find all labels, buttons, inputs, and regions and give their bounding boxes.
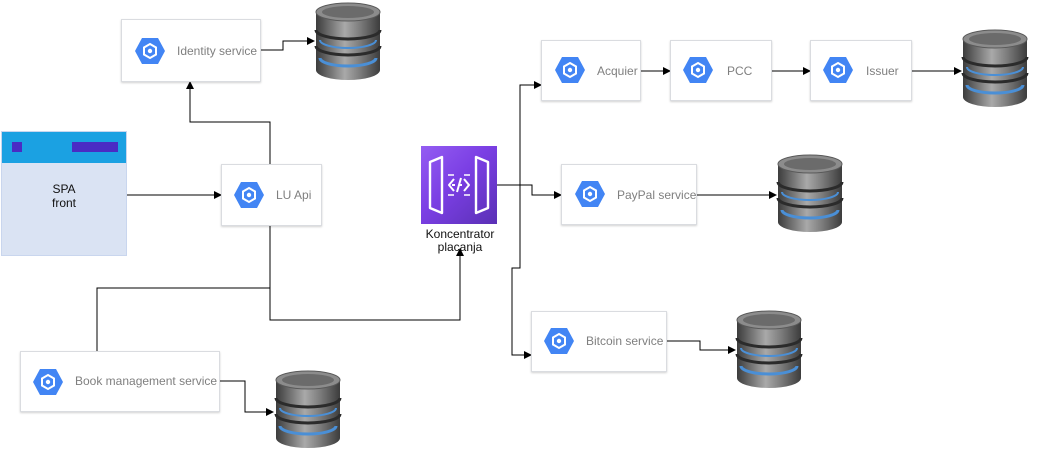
pcc-label: PCC <box>727 64 753 78</box>
payment-gateway-node <box>421 146 497 224</box>
edge-gateway-to-bitcoin <box>511 185 532 359</box>
identity-service-node: Identity service <box>121 19 261 82</box>
edge-luapi-to-gateway <box>269 226 464 321</box>
acquier-node: Acquier <box>541 40 641 101</box>
gcp-hexagon-icon <box>823 57 853 83</box>
payment-gateway-label: Koncentrator placanja <box>414 228 506 254</box>
spa-front-node: SPA front <box>1 131 127 256</box>
paypal-service-label: PayPal service <box>617 188 697 202</box>
book-management-service-node: Book management service <box>20 351 220 412</box>
payment-gateway-label-line2: placanja <box>437 240 483 254</box>
pcc-node: PCC <box>670 40 772 101</box>
spa-window-icon <box>12 142 22 152</box>
payment-gateway-label-line1: Koncentrator <box>425 227 495 241</box>
lu-api-label: LU Api <box>276 188 312 202</box>
bitcoin-service-label: Bitcoin service <box>586 334 664 348</box>
paypal-service-node: PayPal service <box>561 164 697 225</box>
book-management-service-label: Book management service <box>75 374 218 388</box>
lu-api-node: LU Api <box>221 164 322 226</box>
database-icon-identity <box>314 2 382 80</box>
spa-label-line1: SPA <box>52 182 76 196</box>
gcp-hexagon-icon <box>544 328 574 354</box>
gcp-hexagon-icon <box>234 182 264 208</box>
edge-gateway-to-paypal <box>497 184 562 199</box>
acquier-label: Acquier <box>597 64 638 78</box>
database-icon-book <box>274 370 342 448</box>
gcp-hexagon-icon <box>555 57 585 83</box>
database-icon-bitcoin <box>735 310 803 388</box>
edge-bitcoin-to-db <box>667 340 736 354</box>
issuer-node: Issuer <box>810 40 912 101</box>
spa-label-line2: front <box>51 196 76 210</box>
gcp-hexagon-icon <box>683 57 713 83</box>
identity-service-label: Identity service <box>177 44 258 58</box>
spa-menu-strip <box>72 142 118 152</box>
issuer-label: Issuer <box>866 64 899 78</box>
database-icon-paypal <box>776 154 844 232</box>
database-icon-issuer <box>961 29 1029 107</box>
edge-luapi-to-identity <box>186 81 271 164</box>
gcp-hexagon-icon <box>135 38 165 64</box>
bitcoin-service-node: Bitcoin service <box>531 311 667 372</box>
edge-book-to-bus <box>96 287 270 352</box>
edge-gateway-to-acquier <box>497 81 542 186</box>
api-gateway-icon <box>428 155 490 215</box>
gcp-hexagon-icon <box>33 369 63 395</box>
gcp-hexagon-icon <box>575 181 605 207</box>
edge-book-to-db <box>220 380 274 416</box>
edge-identity-to-db <box>261 37 315 51</box>
